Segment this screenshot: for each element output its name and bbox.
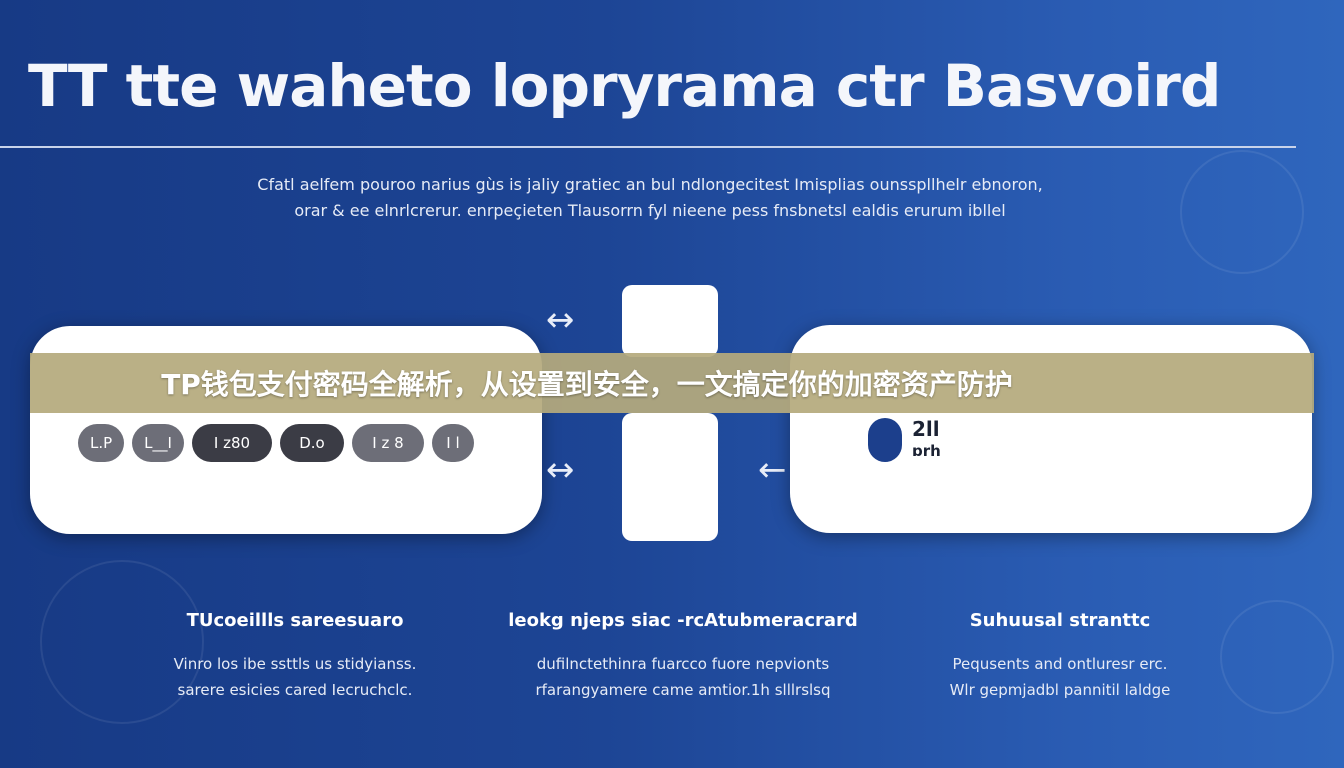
- chip: I l: [431, 424, 474, 462]
- column-text: dufilnctethinra fuarcco fuore nepvionts: [536, 655, 830, 673]
- info-column: Suhuusal stranttc Pequsents and ontlures…: [860, 610, 1260, 703]
- column-text: Vinro los ibe ssttls us stidyianss.: [173, 655, 417, 673]
- page-title: TT tte waheto lopryrama ctr Basvoird: [28, 52, 1221, 120]
- chip: L.P: [78, 424, 125, 462]
- column-text: Wlr gepmjadbl pannitil laldge: [949, 681, 1171, 699]
- chip: I z80: [191, 424, 272, 462]
- chip: D.o: [279, 424, 344, 462]
- right-card-line: ɒrh: [912, 442, 941, 460]
- arrow-left-icon: ←: [758, 450, 787, 490]
- column-text: sarere esicies cared Iecruchclc.: [177, 681, 413, 699]
- decorative-circle: [40, 560, 204, 724]
- center-box-top: [622, 285, 718, 357]
- chip: L__I: [132, 424, 184, 462]
- logo-icon: [868, 418, 902, 462]
- banner-text: TP钱包支付密码全解析，从设置到安全，一文搞定你的加密资产防护: [161, 368, 1013, 401]
- double-arrow-icon: ↔: [546, 450, 575, 490]
- password-chips: L.P L__I I z80 D.o I z 8 I l: [78, 424, 474, 462]
- center-box-bottom: [622, 413, 718, 541]
- chip: I z 8: [351, 424, 424, 462]
- subtitle-line: Cfatl aelfem pouroo narius gùs is jaliy …: [257, 175, 1043, 194]
- column-heading: leokg njeps siac -rcAtubmeracrard: [508, 610, 858, 631]
- title-divider: [0, 146, 1296, 148]
- right-card-line: 2ll: [912, 417, 940, 441]
- info-column: TUcoeillls sareesuaro Vinro los ibe sstt…: [95, 610, 495, 703]
- column-heading: Suhuusal stranttc: [969, 610, 1151, 631]
- column-text: Pequsents and ontluresr erc.: [952, 655, 1168, 673]
- column-heading: TUcoeillls sareesuaro: [186, 610, 404, 631]
- decorative-circle: [1220, 600, 1334, 714]
- decorative-circle: [1180, 150, 1304, 274]
- right-card-text: 2ll ɒrh: [912, 418, 941, 462]
- double-arrow-icon: ↔: [546, 300, 575, 340]
- title-banner: TP钱包支付密码全解析，从设置到安全，一文搞定你的加密资产防护: [30, 353, 1314, 413]
- column-text: rfarangyamere came amtior.1h slllrslsq: [535, 681, 831, 699]
- info-column: leokg njeps siac -rcAtubmeracrard dufiln…: [483, 610, 883, 703]
- subtitle-line: orar & ee elnrlcrerur. enrpeçieten Tlaus…: [294, 201, 1006, 220]
